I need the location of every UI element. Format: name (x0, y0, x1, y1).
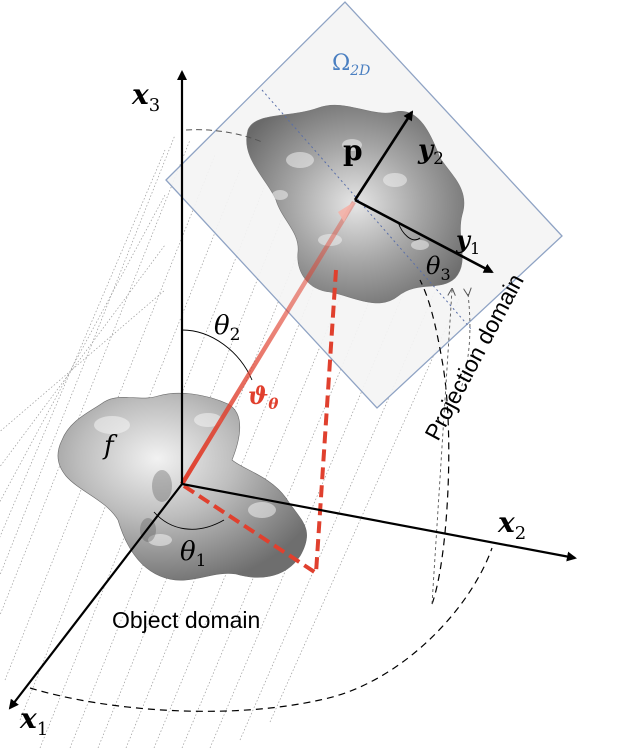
x2-axis (181, 482, 577, 562)
ray-to-plane (431, 290, 452, 605)
arc-x3-to-plane (185, 129, 263, 143)
y2-axis (353, 110, 414, 201)
plane-dotted-line (261, 89, 473, 331)
vartheta-label: ϑθ (248, 381, 278, 413)
theta3-label: θ3 (426, 252, 451, 284)
object-texture (94, 413, 276, 546)
x1-label: x1 (19, 702, 48, 740)
x3-label: x3 (131, 78, 160, 116)
arc-projection (419, 279, 450, 605)
theta3-arc (397, 221, 421, 241)
red-arrowhead (338, 202, 354, 222)
y1-axis (354, 198, 494, 274)
theta1-label: θ1 (180, 537, 206, 571)
theta1-arc (153, 511, 225, 530)
x2-label: x2 (497, 506, 526, 544)
omega-label: Ω2D (332, 51, 370, 79)
p-label: p (343, 134, 363, 167)
projection-texture (272, 139, 429, 250)
y1-label: y1 (455, 225, 480, 258)
object-f (57, 392, 307, 581)
arc-bottom (29, 547, 493, 712)
theta2-label: θ2 (214, 311, 240, 345)
x1-axis (8, 483, 183, 710)
object-domain-label: Object domain (112, 607, 260, 633)
red-projection-dashed (182, 269, 338, 577)
y2-label: y2 (417, 135, 444, 169)
red-vector-vartheta (180, 200, 356, 486)
arc-plane-right (459, 294, 470, 393)
